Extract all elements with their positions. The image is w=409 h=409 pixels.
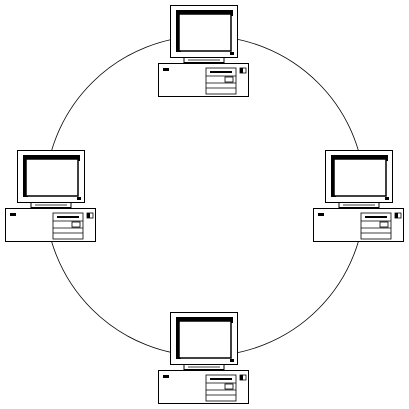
computer-node-bottom[interactable] — [157, 311, 250, 405]
computer-node-left[interactable] — [4, 149, 97, 243]
computer-node-top[interactable] — [157, 4, 250, 98]
computer-node-right[interactable] — [312, 149, 405, 243]
